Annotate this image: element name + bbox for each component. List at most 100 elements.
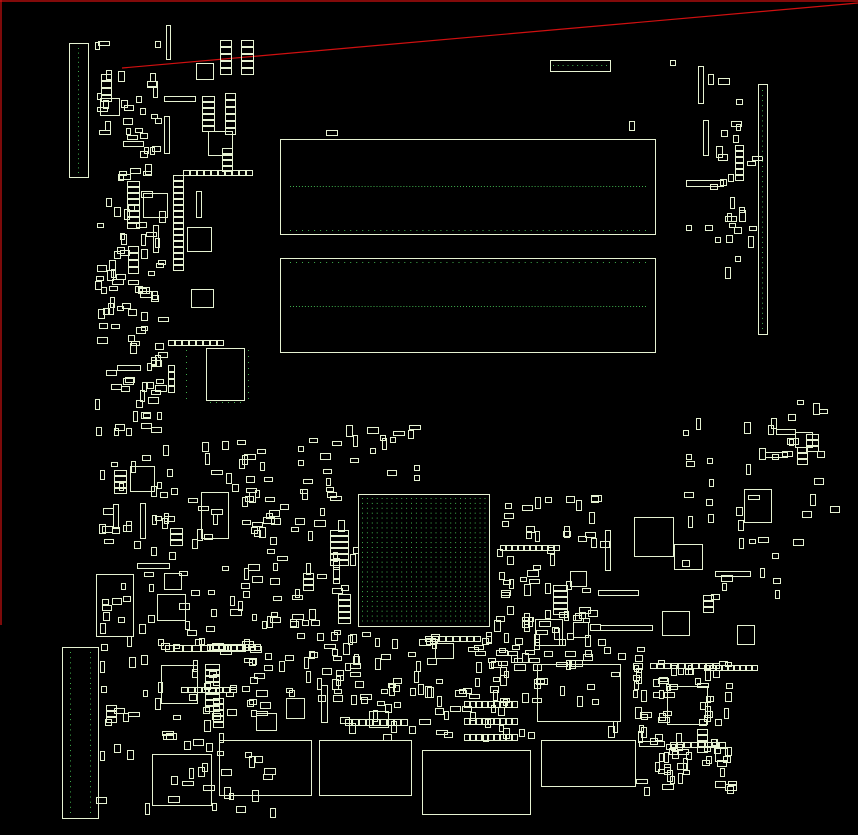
connector-left-bottom-pins <box>70 672 71 674</box>
bga-ball <box>464 551 466 553</box>
smd-component <box>591 495 602 502</box>
passive-stack <box>168 365 175 372</box>
bga-ball <box>415 527 417 529</box>
bga-ball <box>435 596 437 597</box>
memory-slot-2-pads <box>338 262 340 263</box>
passive-stack <box>173 199 184 205</box>
bga-ball <box>391 610 393 612</box>
smd-component <box>247 700 254 707</box>
bga-ball <box>450 581 452 583</box>
memory-slot-1-pads <box>476 230 478 231</box>
smd-component <box>381 654 391 660</box>
memory-slot-1-pads <box>451 186 453 187</box>
bga-ball <box>445 615 447 617</box>
connector-left-bottom-pins <box>90 677 91 679</box>
smd-component <box>720 768 725 777</box>
ic-left <box>164 573 182 590</box>
smd-component <box>212 803 217 811</box>
smd-component <box>498 661 508 666</box>
memory-slot-1-pads <box>561 186 563 187</box>
bga-ball <box>386 512 388 514</box>
smd-component <box>112 279 124 285</box>
connector-left-bottom-pins <box>70 786 71 788</box>
memory-slot-1-pads <box>452 230 454 231</box>
passive-stack <box>213 722 224 728</box>
smd-component <box>688 665 693 675</box>
smd-component <box>736 124 741 131</box>
smd-component <box>262 621 267 629</box>
smd-component <box>333 579 340 584</box>
smd-component <box>592 699 599 705</box>
memory-slot-2-pads <box>560 262 562 263</box>
smd-component <box>503 580 511 585</box>
memory-slot-2-pads <box>542 262 544 263</box>
ic-pins <box>210 402 211 403</box>
smd-component <box>489 662 494 669</box>
bga-ball <box>469 615 471 617</box>
bga-ball <box>479 571 481 573</box>
trace-component <box>137 563 170 569</box>
passive-stack <box>338 600 351 606</box>
smd-component <box>192 539 198 549</box>
memory-slot-1-pads <box>356 230 358 231</box>
memory-slot-1-pads <box>588 186 590 187</box>
smd-component <box>114 744 121 753</box>
smd-component <box>501 590 511 596</box>
smd-component <box>419 719 431 725</box>
bga-ball <box>435 517 437 519</box>
bga-ball <box>386 581 388 583</box>
bga-ball <box>435 561 437 563</box>
passive-stack <box>303 579 314 585</box>
memory-slot-2-pads <box>572 262 574 263</box>
smd-component <box>436 679 443 684</box>
connector-left-bottom-pins <box>70 801 71 803</box>
bga-ball <box>371 537 373 539</box>
passive-array <box>345 719 352 726</box>
smd-component <box>151 486 157 497</box>
ic-right <box>662 611 690 636</box>
memory-slot-1-pads <box>350 230 352 231</box>
bga-ball <box>371 591 373 593</box>
smd-component <box>390 437 396 443</box>
smd-component <box>509 579 514 589</box>
smd-component <box>140 151 148 158</box>
passive-array <box>231 644 237 651</box>
smd-component <box>559 612 568 618</box>
bga-ball <box>415 547 417 548</box>
bga-ball <box>455 610 457 612</box>
memory-slot-2-pads <box>376 306 378 307</box>
smd-component <box>243 591 250 598</box>
ic-pins <box>186 398 187 399</box>
bga-ball <box>396 537 398 539</box>
bga-ball <box>401 561 403 563</box>
bga-ball <box>479 591 481 593</box>
passive-stack <box>703 601 714 607</box>
smd-component <box>295 518 305 525</box>
connector-left-bottom-pins <box>90 770 91 772</box>
smd-component <box>427 658 437 665</box>
memory-slot-2-pads <box>385 306 387 307</box>
bga-ball <box>440 561 442 563</box>
memory-slot-1-pads <box>537 186 539 187</box>
smd-component <box>713 670 720 678</box>
bga-ball <box>479 547 481 548</box>
bga-ball <box>376 566 378 568</box>
passive-stack <box>697 735 708 741</box>
bga-ball <box>411 576 412 578</box>
bga-ball <box>362 586 363 588</box>
smd-component <box>147 363 152 371</box>
bga-ball <box>450 615 452 617</box>
ic-pins <box>186 380 187 381</box>
passive-array <box>183 170 190 176</box>
memory-slot-1-pads <box>320 230 322 231</box>
connector-right-pins <box>762 120 763 122</box>
bga-ball <box>381 615 383 617</box>
memory-slot-2-pads <box>388 306 390 307</box>
bga-ball <box>479 581 481 583</box>
bga-ball <box>440 517 442 519</box>
smd-component <box>100 751 105 761</box>
memory-slot-2-pads <box>421 306 423 307</box>
bga-ball <box>479 610 481 612</box>
smd-component <box>248 564 260 571</box>
memory-slot-2-pads <box>591 306 593 307</box>
